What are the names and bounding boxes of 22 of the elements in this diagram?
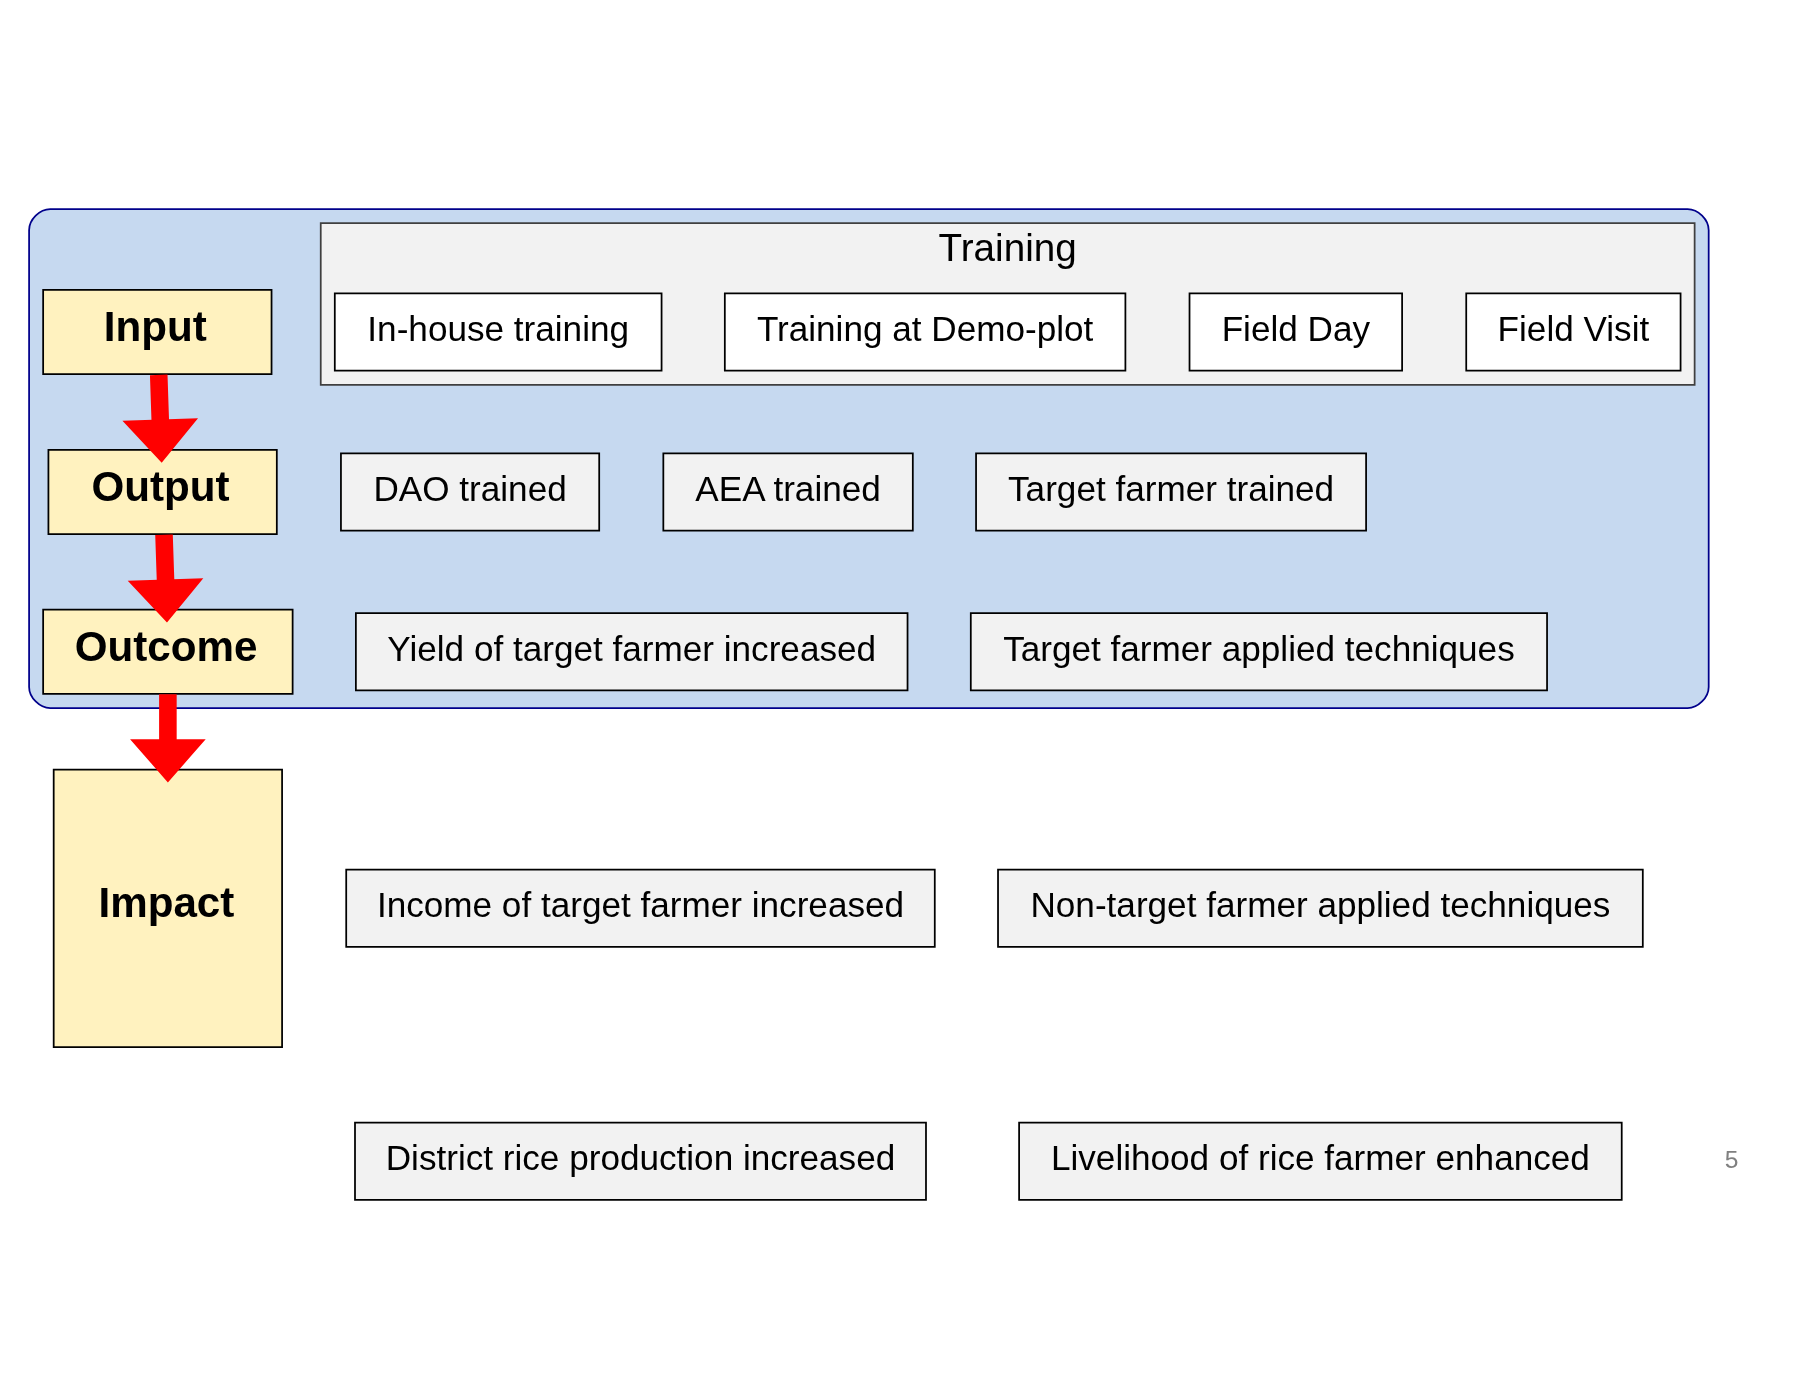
node-box: DAO trained xyxy=(340,452,601,532)
node-box: Income of target farmer increased xyxy=(345,868,936,948)
node-box: AEA trained xyxy=(662,452,914,532)
arrow xyxy=(130,694,206,783)
node-box: Field Visit xyxy=(1465,292,1682,372)
node-box: Outcome xyxy=(42,608,294,695)
cluster xyxy=(28,208,1710,709)
node-box: Input xyxy=(42,289,273,376)
node-box: Non-target farmer applied techniques xyxy=(997,868,1644,948)
label: 5 xyxy=(1724,1145,1739,1173)
node-box: Output xyxy=(47,448,278,535)
node-box: District rice production increased xyxy=(354,1121,927,1201)
node-box: Yield of target farmer increased xyxy=(355,612,909,692)
node-box: Target farmer applied techniques xyxy=(969,612,1548,692)
arrow xyxy=(127,534,204,623)
node-box: In-house training xyxy=(333,292,663,372)
node-box: Training at Demo-plot xyxy=(723,292,1127,372)
arrow xyxy=(122,374,198,463)
node-box: Field Day xyxy=(1188,292,1403,372)
node-box: Target farmer trained xyxy=(975,452,1367,532)
node-box: Livelihood of rice farmer enhanced xyxy=(1018,1121,1623,1201)
node-box: Impact xyxy=(52,768,283,1048)
